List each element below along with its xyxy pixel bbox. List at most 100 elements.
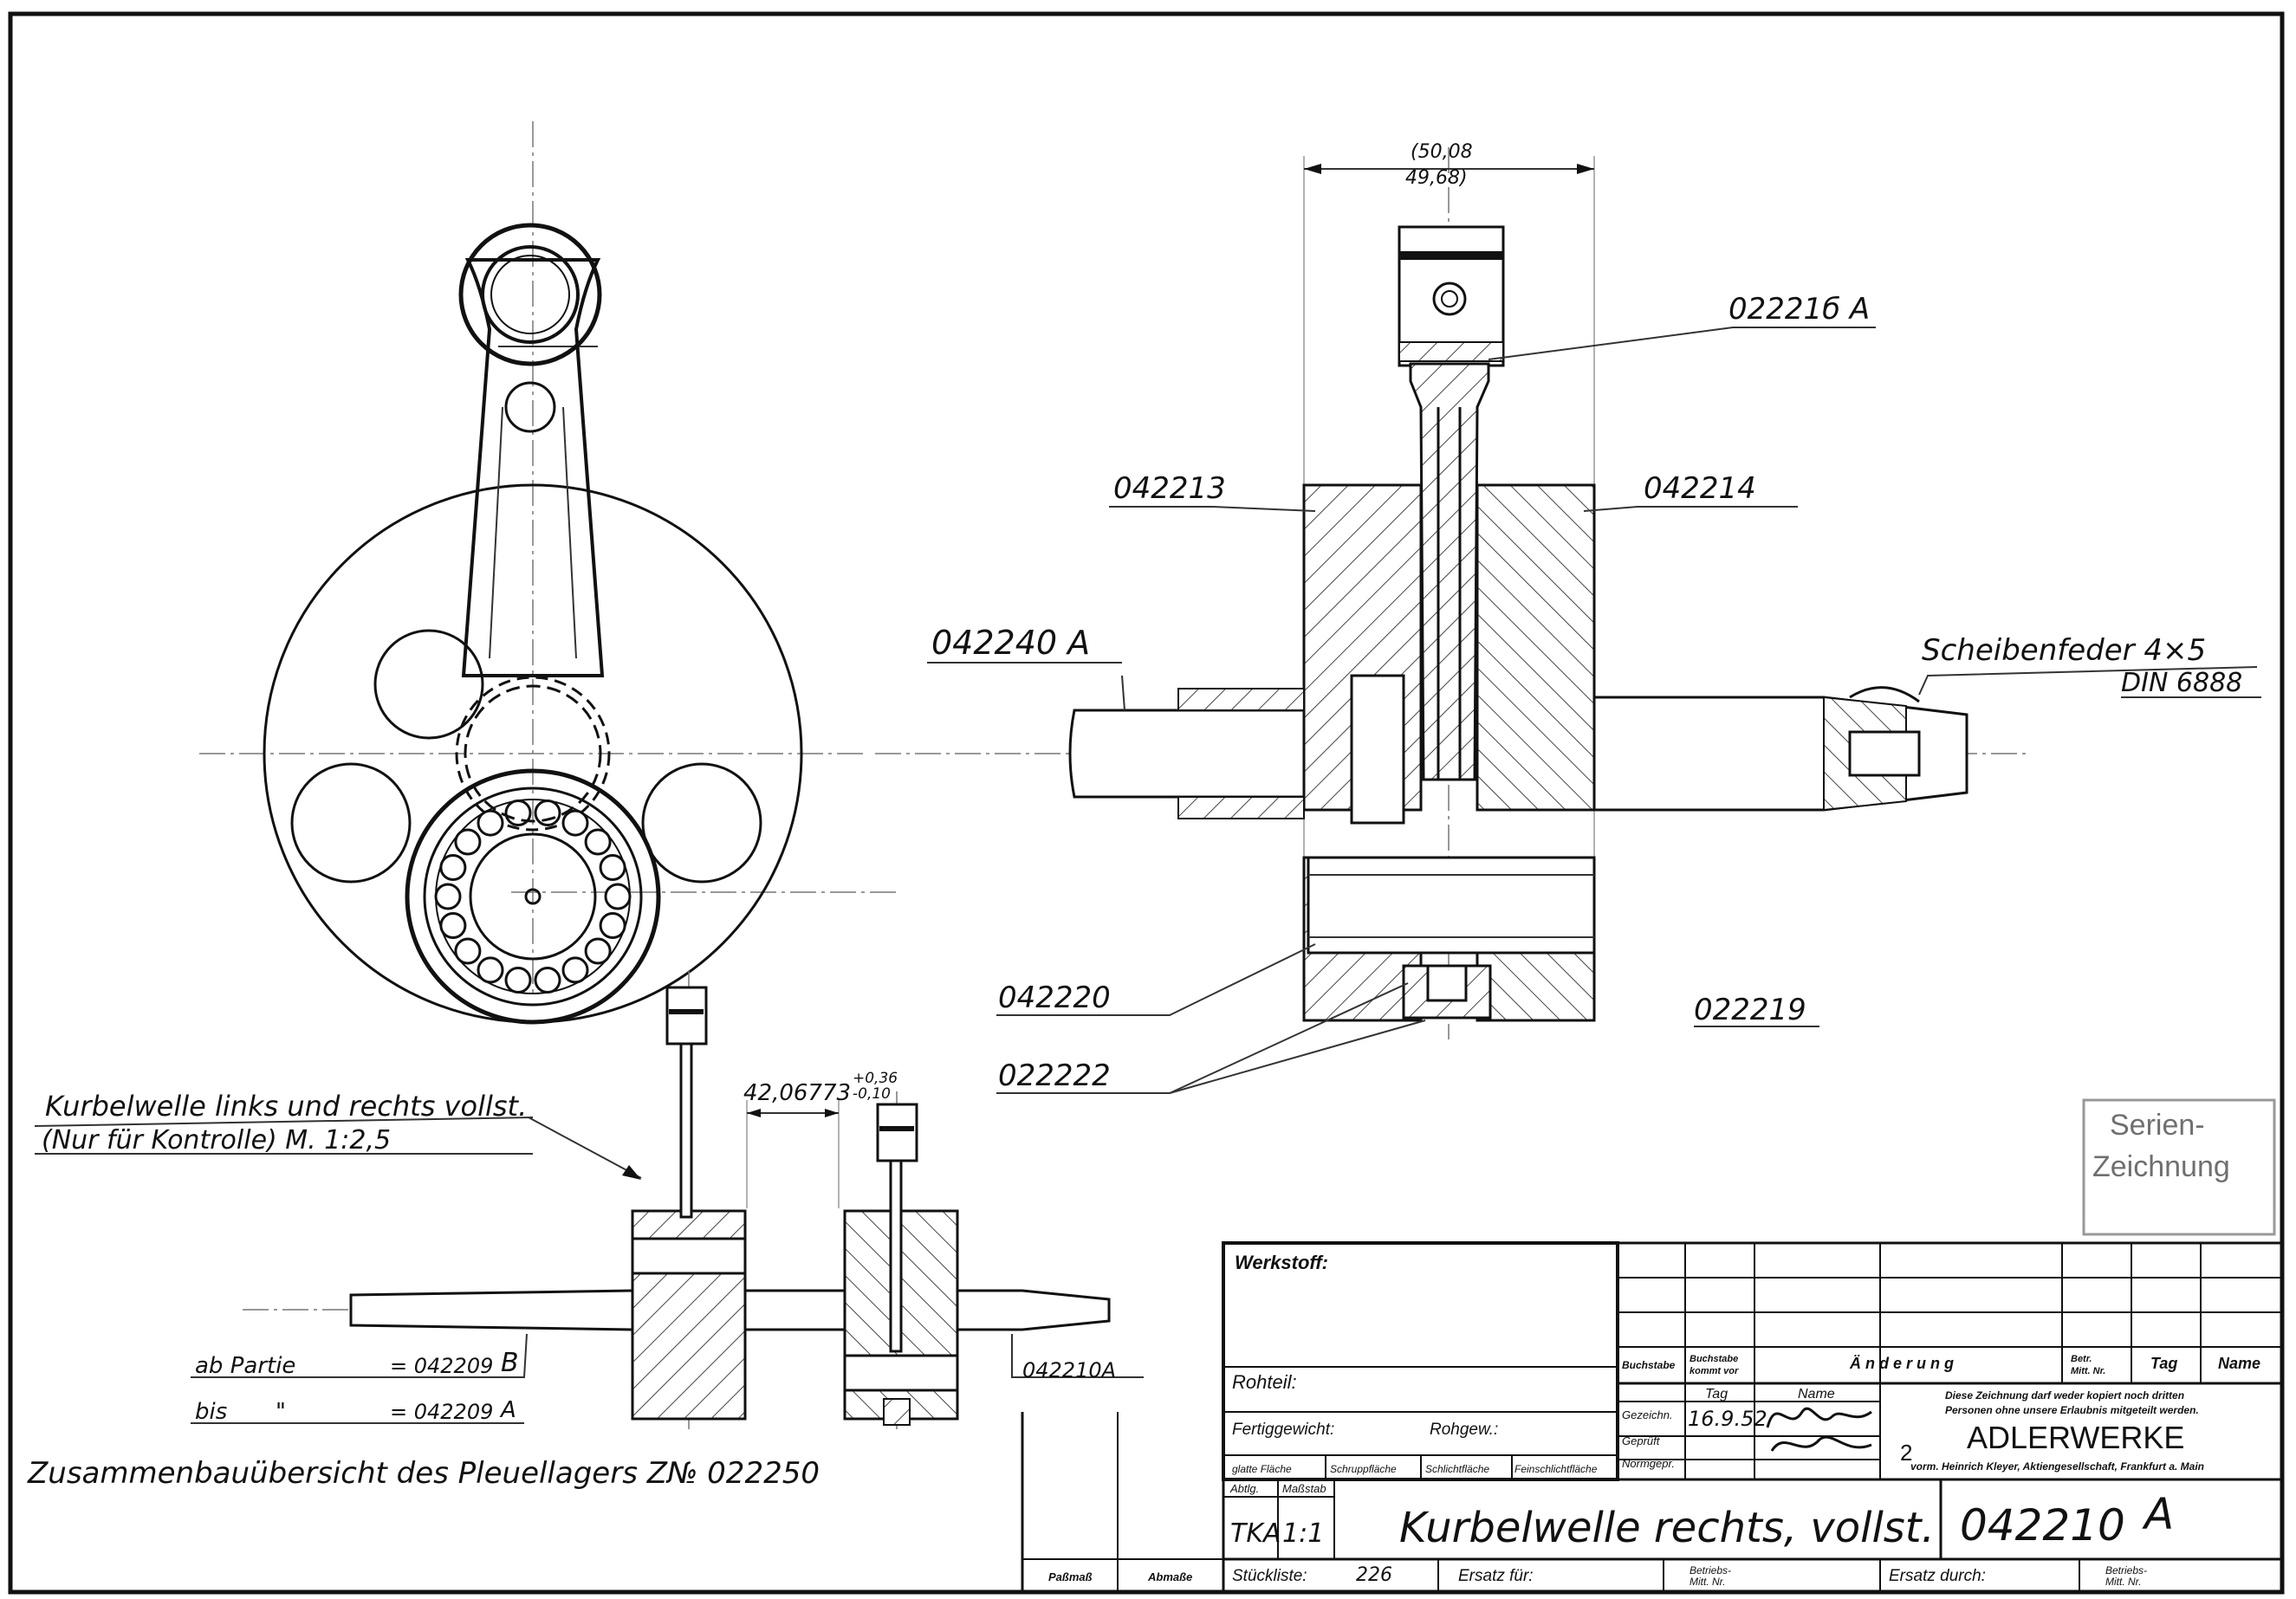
note-bis-suffix: A [499,1397,516,1423]
dim-bottom: 42,06773 [743,1080,851,1106]
bearing-roller [534,967,561,994]
part-label-022216: 02221б A [1728,292,1870,327]
company-name: ADLERWERKE [1967,1420,2184,1455]
buchstabe-kommt-vor-1: Buchstabe [1690,1354,1738,1364]
tag-column-header: Tag [2150,1355,2177,1372]
massstab-label: Maßstab [1282,1482,1326,1495]
bearing-roller [604,883,632,910]
leader-lines [34,327,2258,1424]
signature-number: 2 [1900,1440,1912,1466]
note-bis-ditto: " [276,1399,286,1425]
drawing-number-suffix: A [2142,1489,2174,1539]
mitt-1: Mitt. Nr. [1690,1576,1726,1588]
betriebs-2: Betriebs- [2105,1564,2147,1576]
note-bis: bis [195,1399,227,1425]
stueckliste-value: 226 [1356,1564,1392,1586]
note-ab-suffix: B [501,1348,519,1378]
part-label-042213: 042213 [1113,471,1226,506]
drawing-title: Kurbelwelle rechts, vollst. [1399,1504,1935,1552]
note-assembly-line1: Kurbelwelle links und rechts vollst. [45,1090,527,1123]
surface-glatt: glatte Fläche [1232,1463,1292,1475]
assembly-view [243,970,1111,1429]
part-label-022222: 022222 [998,1058,1111,1093]
part-label-042214: 042214 [1644,471,1756,506]
bearing-roller [477,809,504,837]
bearing-roller [454,937,482,965]
note-key-line2: DIN 6888 [2121,668,2242,698]
note-ab-value: = 042209 [390,1354,493,1378]
betr-mitt-2: Mitt. Nr. [2071,1366,2105,1376]
passmass-label: Paßmaß [1048,1570,1093,1583]
note-overview: Zusammenbauübersicht des Pleuellagers Z№… [27,1456,820,1491]
buchstabe-kommt-vor-2: kommt vor [1690,1366,1739,1376]
section-view [875,147,2027,1039]
aenderung-header: Ä n d e r u n g [1849,1355,1954,1372]
note-bis-value: = 042209 [390,1400,493,1424]
bearing-roller [599,854,626,881]
abmasse-label: Abmaße [1147,1570,1192,1583]
drawing-number: 042210 [1960,1500,2125,1550]
date-value: 16.9.52 [1688,1407,1767,1431]
dim-bottom-tol-upper: +0,36 [853,1070,898,1087]
surface-schlicht: Schlichtfläche [1425,1463,1489,1475]
rohteil-label: Rohteil: [1232,1371,1297,1393]
bearing-rollers [434,800,632,994]
geprueft-label: Geprüft [1622,1434,1661,1447]
notes: Scheibenfeder 4×5 DIN 6888 Kurbelwelle l… [27,633,2261,1491]
series-stamp: Serien- Zeichnung [2082,1098,2276,1236]
stamp-line1: Serien- [2110,1109,2205,1142]
tag-label: Tag [1705,1387,1728,1402]
bearing-roller [434,883,462,910]
bearing-roller [584,937,612,965]
notice-line2: Personen ohne unsere Erlaubnis mitgeteil… [1945,1404,2199,1416]
name-label: Name [1798,1387,1835,1402]
surface-feinschlicht: Feinschlichtfläche [1514,1463,1598,1475]
part-label-042210A: 042210A [1022,1358,1116,1382]
dim-top-upper: (50,08 [1411,141,1473,163]
gezeichn-label: Gezeichn. [1622,1408,1673,1421]
buchstabe-header: Buchstabe [1622,1359,1676,1371]
stueckliste-label: Stückliste: [1232,1567,1307,1585]
bearing-roller [534,800,561,826]
bearing-roller [561,809,589,837]
bearing-roller [439,912,467,939]
note-assembly-line2: (Nur für Kontrolle) M. 1:2,5 [42,1125,391,1156]
betriebs-1: Betriebs- [1690,1564,1731,1576]
part-label-042220: 042220 [998,981,1111,1015]
bearing-roller [477,956,504,984]
front-view [199,121,901,1025]
name-column-header: Name [2218,1355,2260,1372]
abtlg-label: Abtlg. [1229,1482,1259,1495]
massstab-value: 1:1 [1282,1518,1324,1549]
bearing-roller [504,967,532,994]
surface-schrupp: Schruppfläche [1330,1463,1397,1475]
betr-mitt-1: Betr. [2071,1354,2092,1364]
mitt-2: Mitt. Nr. [2105,1576,2142,1588]
rohgew-label: Rohgew.: [1430,1421,1498,1439]
fertiggewicht-label: Fertiggewicht: [1232,1421,1334,1439]
bearing-roller [439,854,467,881]
bearing-roller [599,912,626,939]
notice-line1: Diese Zeichnung darf weder kopiert noch … [1945,1389,2184,1402]
ersatz-durch-label: Ersatz durch: [1889,1567,1986,1585]
abtlg-value: TKA [1230,1518,1281,1549]
note-ab-partie: ab Partie [195,1353,295,1379]
stamp-line2: Zeichnung [2092,1150,2230,1183]
dimension-labels: (50,08 49,68) 42,06773 +0,36 -0,10 [743,141,1473,1106]
ersatz-fuer-label: Ersatz für: [1458,1567,1534,1585]
bearing-roller [584,828,612,856]
part-labels: 02221б A 042213 042214 042240 A 042220 0… [931,292,1870,1382]
title-block: Werkstoff: Rohteil: Fertiggewicht: Rohge… [1021,1241,2282,1594]
bearing-roller [561,956,589,984]
dim-bottom-tol-lower: -0,10 [853,1085,891,1103]
normgepr-label: Normgepr. [1622,1457,1675,1470]
signature-drawn [1766,1407,1872,1452]
note-key-line1: Scheibenfeder 4×5 [1922,633,2206,668]
part-label-022219: 022219 [1694,993,1806,1027]
company-subtitle: vorm. Heinrich Kleyer, Aktiengesellschaf… [1910,1460,2204,1473]
bearing-roller [454,828,482,856]
werkstoff-label: Werkstoff: [1235,1252,1328,1273]
dim-top-lower: 49,68) [1405,167,1468,189]
part-label-042240A: 042240 A [931,624,1090,662]
